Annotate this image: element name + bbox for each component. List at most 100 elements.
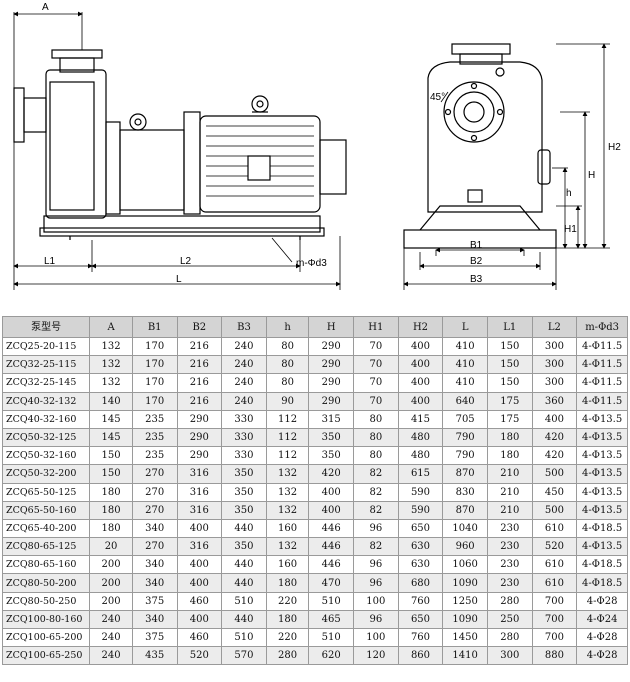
table-cell: 160 bbox=[265, 555, 310, 575]
table-cell: 610 bbox=[531, 555, 578, 575]
table-cell: 300 bbox=[531, 355, 578, 375]
table-cell: 216 bbox=[176, 336, 223, 357]
column-header: L2 bbox=[531, 316, 578, 338]
model-cell: ZCQ80-50-200 bbox=[1, 573, 91, 593]
label-B3: B3 bbox=[470, 274, 483, 285]
column-header: m-Φd3 bbox=[576, 316, 628, 338]
model-cell: ZCQ80-50-250 bbox=[1, 591, 91, 611]
table-cell: 80 bbox=[353, 427, 399, 448]
table-cell: 316 bbox=[176, 537, 223, 557]
table-cell: 132 bbox=[265, 464, 310, 484]
table-cell: 316 bbox=[176, 500, 223, 520]
table-cell: 330 bbox=[221, 446, 267, 466]
table-cell: 80 bbox=[353, 446, 399, 466]
table-cell: 145 bbox=[89, 409, 133, 429]
table-cell: 180 bbox=[486, 427, 533, 448]
table-cell: 100 bbox=[353, 627, 399, 648]
table-cell: 870 bbox=[442, 464, 488, 484]
table-cell: 290 bbox=[308, 373, 355, 393]
column-header: A bbox=[89, 316, 133, 338]
table-cell: 700 bbox=[531, 627, 578, 648]
table-cell: 446 bbox=[308, 537, 355, 557]
table-cell: 230 bbox=[486, 537, 533, 557]
table-cell: 4-Φ18.5 bbox=[576, 573, 628, 593]
table-cell: 440 bbox=[221, 518, 267, 539]
table-cell: 180 bbox=[89, 500, 133, 520]
table-cell: 235 bbox=[131, 427, 178, 448]
table-cell: 1040 bbox=[442, 518, 488, 539]
table-cell: 235 bbox=[131, 409, 178, 429]
table-cell: 350 bbox=[308, 427, 355, 448]
table-cell: 1450 bbox=[442, 627, 488, 648]
table-cell: 440 bbox=[221, 609, 267, 630]
table-cell: 315 bbox=[308, 409, 355, 429]
table-cell: 630 bbox=[397, 555, 444, 575]
table-cell: 410 bbox=[442, 373, 488, 393]
table-cell: 300 bbox=[531, 336, 578, 357]
table-cell: 150 bbox=[486, 355, 533, 375]
side-view bbox=[13, 49, 347, 240]
table-cell: 480 bbox=[397, 446, 444, 466]
table-cell: 480 bbox=[397, 427, 444, 448]
table-cell: 460 bbox=[176, 591, 223, 611]
table-cell: 120 bbox=[353, 646, 399, 666]
table-cell: 700 bbox=[531, 591, 578, 611]
label-h: h bbox=[566, 188, 572, 199]
table-cell: 270 bbox=[131, 482, 178, 502]
table-cell: 620 bbox=[308, 646, 355, 666]
label-L2: L2 bbox=[180, 256, 192, 267]
table-cell: 80 bbox=[265, 355, 310, 375]
table-cell: 96 bbox=[353, 573, 399, 593]
model-cell: ZCQ32-25-115 bbox=[1, 355, 91, 375]
table-cell: 960 bbox=[442, 537, 488, 557]
table-cell: 240 bbox=[221, 373, 267, 393]
label-L1: L1 bbox=[44, 256, 56, 267]
column-header: L bbox=[442, 316, 488, 338]
table-cell: 180 bbox=[486, 446, 533, 466]
table-cell: 760 bbox=[397, 627, 444, 648]
table-cell: 290 bbox=[176, 446, 223, 466]
table-cell: 650 bbox=[397, 609, 444, 630]
table-cell: 1060 bbox=[442, 555, 488, 575]
table-cell: 4-Φ13.5 bbox=[576, 446, 628, 466]
table-cell: 4-Φ11.5 bbox=[576, 355, 628, 375]
table-cell: 460 bbox=[176, 627, 223, 648]
table-cell: 790 bbox=[442, 446, 488, 466]
table-cell: 316 bbox=[176, 464, 223, 484]
table-cell: 610 bbox=[531, 518, 578, 539]
table-cell: 375 bbox=[131, 591, 178, 611]
model-cell: ZCQ100-80-160 bbox=[1, 609, 91, 630]
model-cell: ZCQ100-65-250 bbox=[1, 646, 91, 666]
table-cell: 880 bbox=[531, 646, 578, 666]
table-cell: 270 bbox=[131, 500, 178, 520]
table-cell: 420 bbox=[531, 427, 578, 448]
table-cell: 150 bbox=[486, 336, 533, 357]
table-cell: 590 bbox=[397, 500, 444, 520]
label-A: A bbox=[42, 2, 49, 13]
table-cell: 220 bbox=[265, 591, 310, 611]
table-cell: 235 bbox=[131, 446, 178, 466]
table-cell: 280 bbox=[265, 646, 310, 666]
table-cell: 290 bbox=[308, 391, 355, 411]
table-cell: 340 bbox=[131, 555, 178, 575]
table-cell: 96 bbox=[353, 555, 399, 575]
table-cell: 90 bbox=[265, 391, 310, 411]
column-header: L1 bbox=[486, 316, 533, 338]
table-cell: 200 bbox=[89, 555, 133, 575]
table-cell: 132 bbox=[89, 355, 133, 375]
table-cell: 4-Φ13.5 bbox=[576, 464, 628, 484]
table-cell: 830 bbox=[442, 482, 488, 502]
table-cell: 500 bbox=[531, 500, 578, 520]
table-cell: 4-Φ13.5 bbox=[576, 427, 628, 448]
table-cell: 216 bbox=[176, 391, 223, 411]
label-m-phi-d3: m-Φd3 bbox=[296, 258, 327, 269]
column-header: h bbox=[265, 316, 310, 338]
model-cell: ZCQ40-32-132 bbox=[1, 391, 91, 411]
table-cell: 300 bbox=[486, 646, 533, 666]
